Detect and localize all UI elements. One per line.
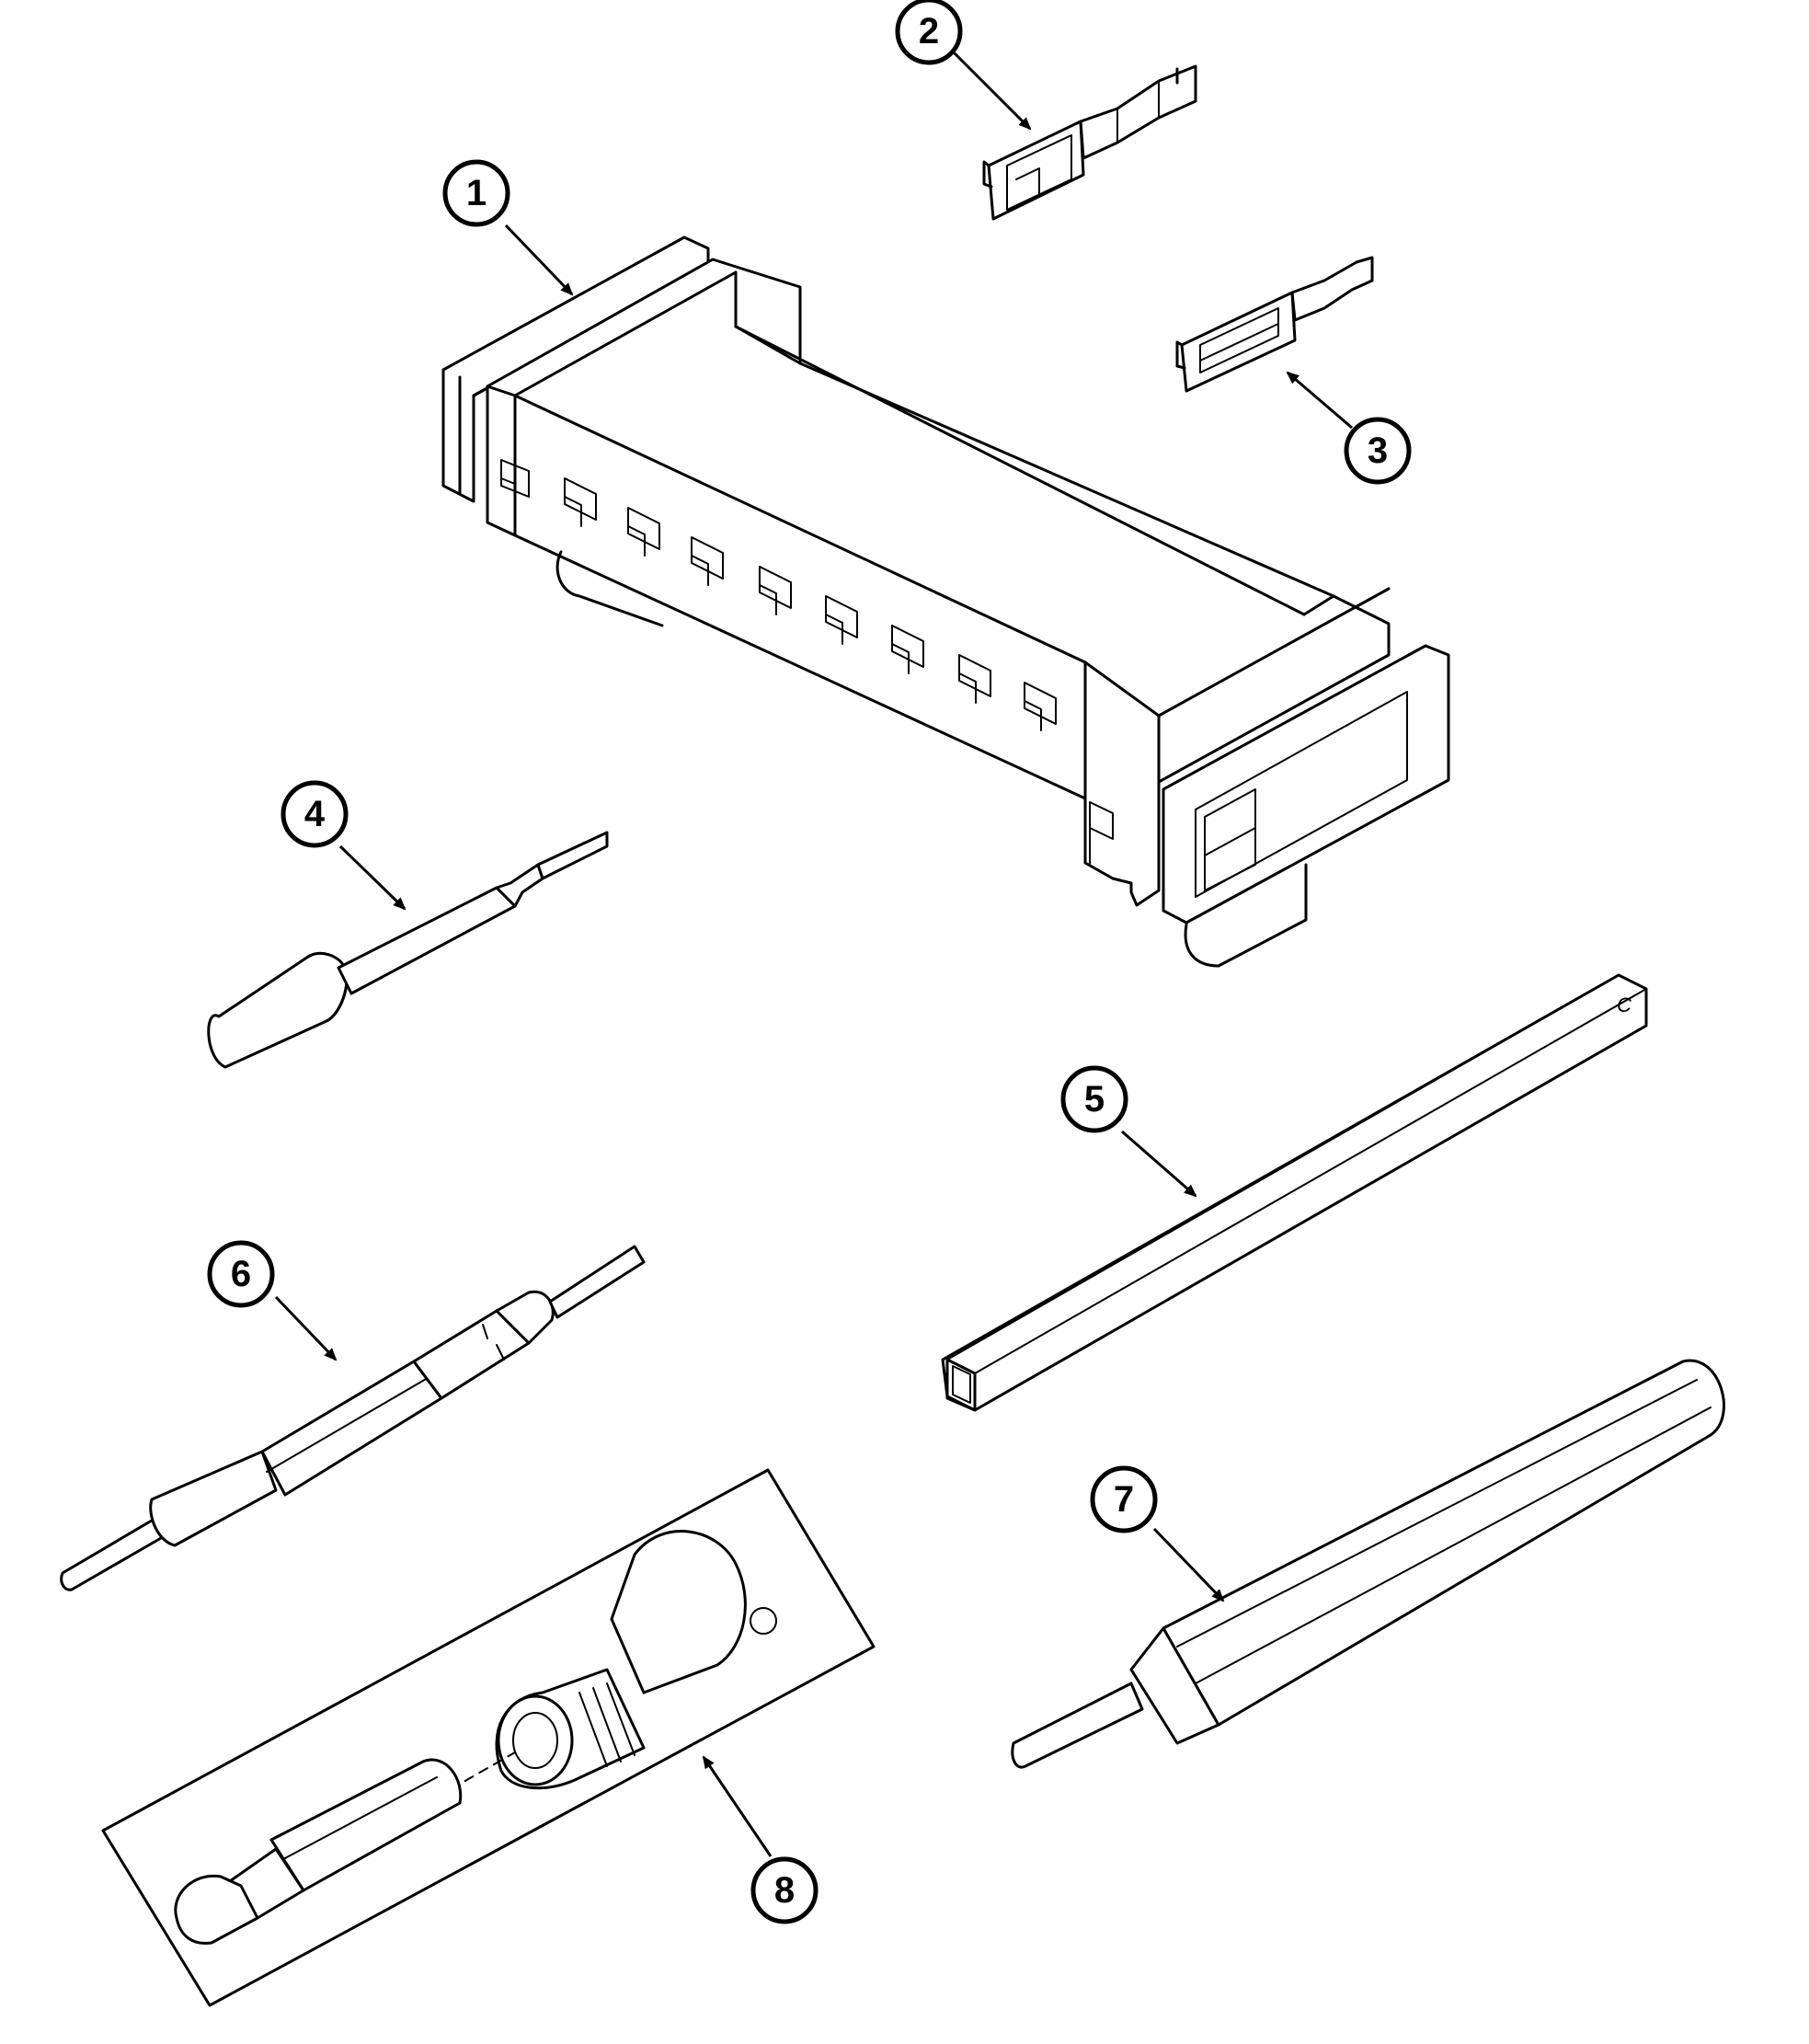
leader-5 [1121, 1130, 1197, 1198]
double-ended-tool [60, 1245, 646, 1591]
hex-tool [1011, 1359, 1725, 1769]
callout-4: 4 [281, 780, 349, 848]
leader-2 [950, 49, 1032, 131]
leader-4 [338, 844, 406, 911]
callout-8: 8 [750, 1856, 819, 1924]
callout-3: 3 [1344, 417, 1412, 485]
callout-6-label: 6 [231, 1254, 251, 1294]
leader-lines [274, 49, 1353, 1857]
square-bar: C [941, 973, 1648, 1412]
callout-7: 7 [1090, 1465, 1158, 1533]
callout-4-label: 4 [304, 794, 326, 834]
terminal-cavities [500, 459, 1114, 866]
connector-housing [441, 235, 1450, 968]
leader-3 [1286, 371, 1353, 430]
extraction-tool-small [207, 831, 609, 1069]
callout-2-label: 2 [919, 11, 939, 52]
leader-8 [702, 1755, 773, 1857]
leader-6 [274, 1295, 338, 1361]
bit-socket-set [101, 1468, 876, 2007]
callout-1-label: 1 [466, 173, 487, 213]
leader-1 [504, 224, 574, 296]
callout-3-label: 3 [1368, 431, 1388, 471]
callout-6: 6 [207, 1240, 275, 1308]
callout-7-label: 7 [1114, 1479, 1134, 1520]
terminal-small [1175, 256, 1374, 393]
callout-8-label: 8 [774, 1870, 795, 1911]
part-marking: C [1617, 993, 1632, 1016]
callout-5-label: 5 [1084, 1079, 1105, 1120]
leader-7 [1152, 1527, 1225, 1602]
callout-5: 5 [1060, 1065, 1128, 1133]
terminal-large [982, 64, 1197, 221]
callout-2: 2 [895, 0, 963, 65]
callout-1: 1 [442, 159, 510, 227]
